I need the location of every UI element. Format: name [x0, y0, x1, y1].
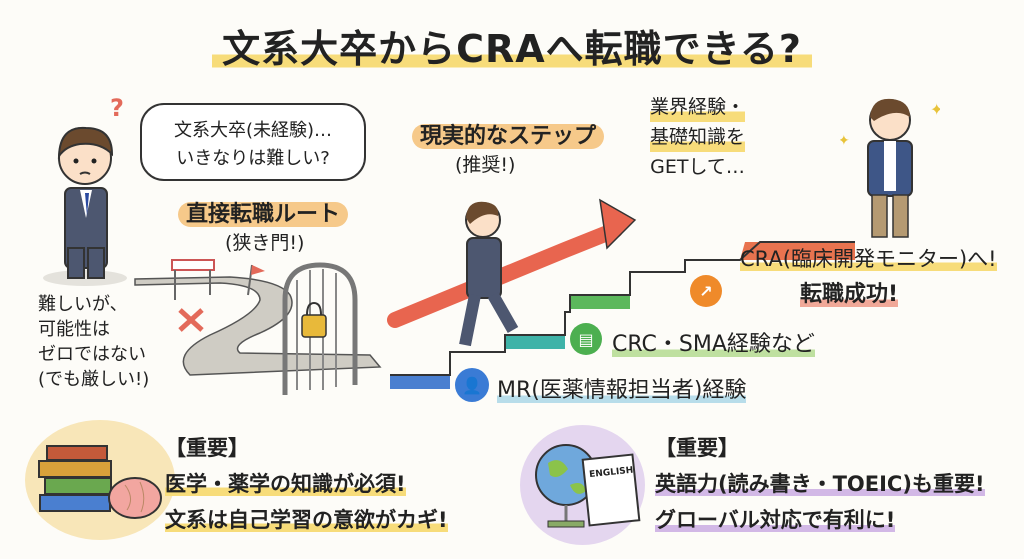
direct-route-label: 直接転職ルート: [178, 196, 349, 228]
worried-businessman-illustration: [43, 126, 127, 286]
successful-businessman-illustration: ✦✦: [840, 98, 940, 238]
road-gate-illustration: [134, 259, 382, 395]
goal-success-text: 転職成功!: [800, 282, 899, 307]
upward-arrow: [387, 222, 623, 328]
left-note: 難しいが、 可能性は ゼロではない (でも厳しい!): [38, 294, 150, 390]
realistic-steps-label: 現実的なステップ: [412, 118, 605, 150]
direct-route-sub: (狭き門!): [225, 232, 305, 254]
career-staircase: [387, 198, 855, 389]
lock-icon: [301, 301, 327, 338]
realistic-steps-sub: (推奨!): [455, 154, 516, 176]
brain-icon: [108, 477, 162, 519]
important-knowledge: 【重要】 医学・薬学の知識が必須! 文系は自己学習の意欲がカギ!: [165, 436, 448, 532]
id-badge-icon: ▤: [570, 323, 602, 355]
step-mr: MR(医薬情報担当者)経験: [497, 378, 747, 403]
step-crc-sma: CRC・SMA経験など: [612, 332, 815, 357]
growth-chart-icon: ↗: [690, 275, 722, 307]
doctor-icon: 👤: [455, 368, 489, 402]
svg-text:✦: ✦: [930, 100, 940, 119]
books-icon: [38, 445, 162, 519]
gain-experience-text: 業界経験・ 基礎知識を GETして…: [650, 92, 746, 182]
important-english: 【重要】 英語力(読み書き・TOEIC)も重要! グローバル対応で有利に!: [655, 436, 985, 532]
globe-icon: ENGLISH: [535, 444, 641, 528]
goal-cra-text: CRA(臨床開発モニター)へ!: [740, 247, 997, 271]
page-title: 文系大卒からCRAへ転職できる?: [0, 18, 1024, 73]
svg-text:✦: ✦: [840, 133, 850, 149]
question-mark: ?: [110, 94, 124, 122]
svg-text:ENGLISH: ENGLISH: [589, 466, 634, 481]
speech-bubble: 文系大卒(未経験)… いきなりは難しい?: [140, 103, 366, 181]
